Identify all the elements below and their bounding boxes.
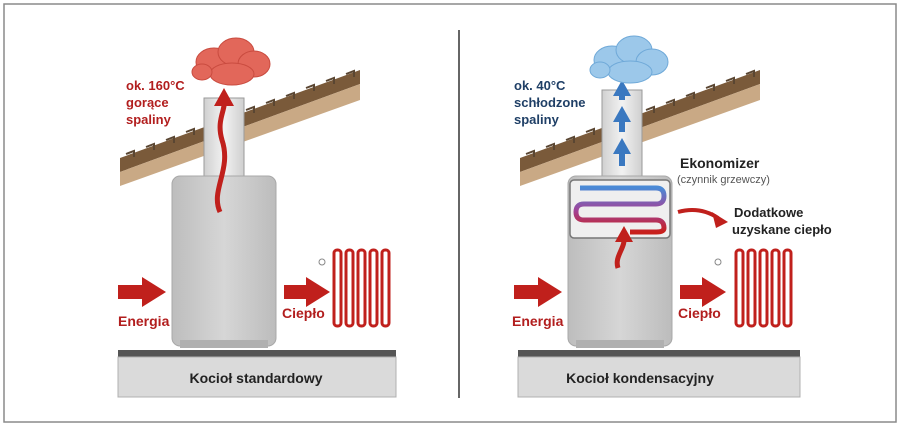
economizer-sublabel: (czynnik grzewczy) xyxy=(677,174,770,186)
base-plate-right xyxy=(517,356,801,398)
standard-boiler-body xyxy=(171,175,277,347)
cold-exhaust-label: ok. 40°C schłodzone spaliny xyxy=(514,78,589,127)
extra-heat-label: Dodatkowe uzyskane ciepło xyxy=(732,205,832,237)
flue-gas-flow-left xyxy=(214,99,228,214)
energy-arrow-left xyxy=(118,277,166,307)
flue-gas-arrow-left xyxy=(214,88,234,106)
heat-label-left: Ciepło xyxy=(282,305,325,321)
hot-exhaust-label: ok. 160°C gorące spaliny xyxy=(126,78,188,127)
cold-exhaust-cloud xyxy=(589,35,669,84)
radiator-right xyxy=(714,248,793,328)
base-plate-left xyxy=(117,356,397,398)
boiler-feet-right xyxy=(576,340,664,348)
energy-label-left: Energia xyxy=(118,313,170,329)
right-panel: ok. 40°C schłodzone spaliny Ekonomizer (… xyxy=(512,35,832,398)
energy-label-right: Energia xyxy=(512,313,564,329)
heat-arrow-left xyxy=(284,277,330,307)
base-top-right xyxy=(518,350,800,357)
base-top-left xyxy=(118,350,396,357)
left-panel: ok. 160°C gorące spaliny Energia Ciepło … xyxy=(117,37,397,398)
heat-arrow-right xyxy=(680,277,726,307)
chimney-pipe-right xyxy=(601,89,643,183)
standard-boiler-caption: Kocioł standardowy xyxy=(189,370,322,386)
extra-heat-line1: Dodatkowe xyxy=(734,205,803,220)
heat-label-right: Ciepło xyxy=(678,305,721,321)
hot-exhaust-word2: spaliny xyxy=(126,112,172,127)
radiator-left xyxy=(318,248,391,328)
extra-heat-arrowhead xyxy=(712,212,728,228)
extra-heat-line2: uzyskane ciepło xyxy=(732,222,832,237)
condensing-boiler-caption: Kocioł kondensacyjny xyxy=(566,370,714,386)
flue-gas-arrow-right xyxy=(615,226,633,242)
cold-exhaust-temp: ok. 40°C xyxy=(514,78,566,93)
economizer-label: Ekonomizer xyxy=(680,155,760,171)
hot-exhaust-word1: gorące xyxy=(126,95,169,110)
boiler-feet-left xyxy=(180,340,268,348)
hot-exhaust-temp: ok. 160°C xyxy=(126,78,185,93)
cold-exhaust-word2: spaliny xyxy=(514,112,560,127)
economizer-coil xyxy=(573,185,667,235)
energy-arrow-right xyxy=(514,277,562,307)
hot-exhaust-cloud xyxy=(191,37,271,86)
cold-flue-arrows xyxy=(613,80,631,166)
cold-exhaust-word1: schłodzone xyxy=(514,95,586,110)
